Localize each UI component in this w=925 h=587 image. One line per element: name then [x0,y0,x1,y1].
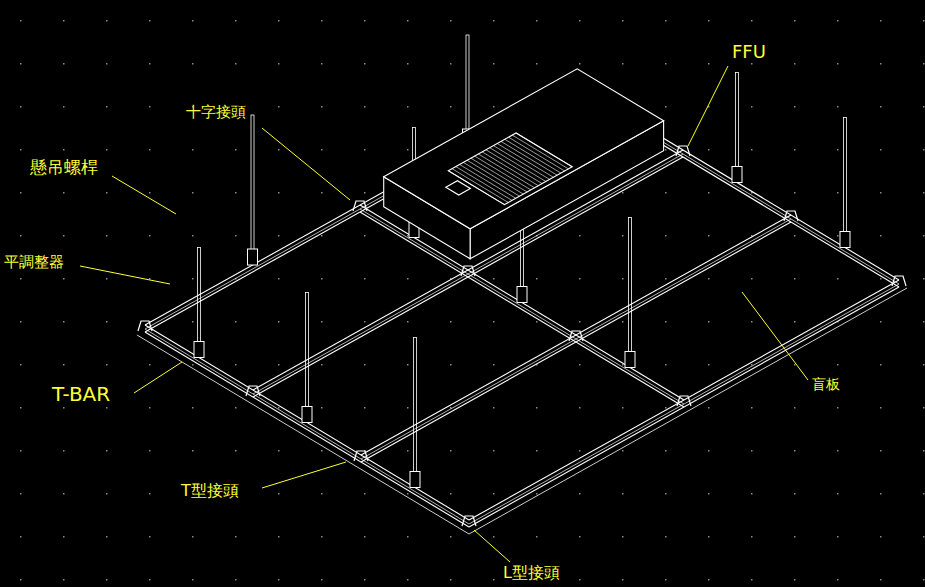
hanger-rod [251,115,254,251]
leader-line [262,462,346,488]
t-bar [145,325,469,520]
grid-joint [784,211,798,221]
filter-grille [460,165,516,199]
level-adjuster [248,249,258,265]
filter-grille [490,148,546,182]
level-adjuster [732,167,742,183]
leader-line [742,292,808,380]
t-bar [360,212,684,407]
t-bar [361,215,791,455]
hanger-rods [194,35,850,488]
hanger-rod [414,338,417,474]
leader-lines [80,66,808,562]
ffu-top [384,69,664,229]
filter-grille [516,133,572,167]
leader-line [688,66,728,146]
leader-line [134,362,182,393]
hanger-rod [736,73,739,169]
filter-grille [501,141,557,175]
t-bar [145,332,469,527]
t-bar [469,287,899,527]
grid-joint [462,516,476,526]
hanger-rod [466,35,469,131]
leader-line [474,530,510,562]
t-bar [469,284,899,524]
filter-grille [482,152,538,186]
filter-grille [486,150,542,184]
part-label: 十字接頭 [186,104,246,121]
t-bar-grid [137,81,907,534]
grid-joint [892,276,906,286]
level-adjuster [840,232,850,248]
flange [137,288,907,534]
leader-line [112,176,176,214]
level-adjuster [194,342,204,358]
filter-grille [467,160,523,194]
filter-grille [493,146,549,180]
grid-joint [246,386,260,396]
t-bar [253,154,683,394]
part-label: 懸吊螺桿 [30,158,98,177]
t-bar [361,219,791,459]
level-adjuster [517,287,527,303]
t-bar [360,205,684,400]
leader-line [262,128,350,200]
filter-grille [463,162,519,196]
hanger-rod [306,293,309,409]
level-adjuster [410,472,420,488]
grid-joint [354,451,368,461]
t-bar [145,329,469,524]
part-label: 盲板 [812,377,840,392]
ffu-motor-box [446,181,471,195]
filter-grille [497,144,553,178]
ffu-filter [448,133,572,205]
grid-joint [138,321,152,331]
ffu-unit [384,69,664,259]
part-label: T型接頭 [181,482,239,500]
hanger-rod [198,248,201,344]
grid-joint [676,146,690,156]
part-label: 平調整器 [4,254,64,271]
grid-joint [353,201,367,211]
grid-joint [677,396,691,406]
t-bar [361,222,791,462]
t-bar [360,209,684,404]
level-adjuster [625,352,635,368]
filter-grille [456,167,512,201]
hanger-rod [629,218,632,354]
leader-line [80,266,170,284]
filter-grille [478,154,534,188]
filter-grille [512,135,568,169]
filter-grille [509,137,565,171]
filter-grille [471,158,527,192]
level-adjuster [302,407,312,423]
hanger-rod [844,118,847,234]
part-label: T-BAR [52,383,110,405]
filter-grille [475,156,531,190]
filter-grille [505,139,561,173]
part-label: L型接頭 [503,564,560,582]
grid-joint [569,331,583,341]
part-label: FFU [732,42,766,62]
grid-joint [461,266,475,276]
t-bar [469,280,899,520]
